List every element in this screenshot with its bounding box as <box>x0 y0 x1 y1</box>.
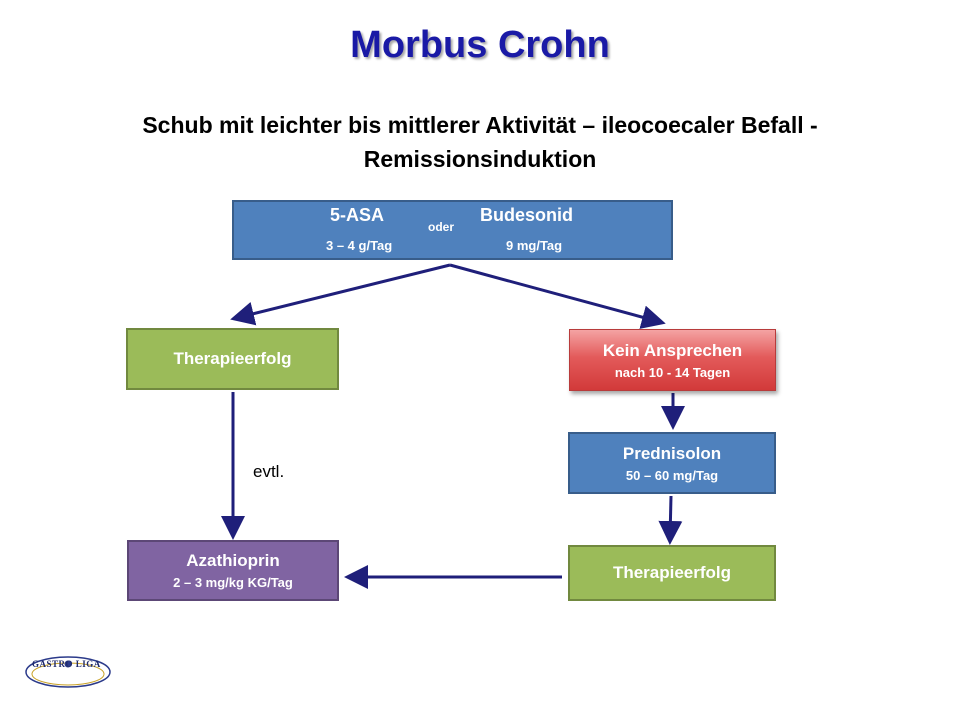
no-response-box: Kein Ansprechen nach 10 - 14 Tagen <box>569 329 776 391</box>
therapy-success-left-label: Therapieerfolg <box>173 349 292 368</box>
prednisolon-dose: 50 – 60 mg/Tag <box>625 467 719 483</box>
therapy-success-right-label: Therapieerfolg <box>612 563 732 582</box>
dose-budesonid: 9 mg/Tag <box>506 238 563 253</box>
dose-5-asa: 3 – 4 g/Tag <box>326 238 393 253</box>
page-title: Morbus Crohn <box>350 24 610 66</box>
gastroliga-logo: GASTRO LIGA <box>24 650 112 690</box>
prednisolon-label: Prednisolon <box>622 443 722 463</box>
drug-budesonid: Budesonid <box>480 205 573 225</box>
no-response-label: Kein Ansprechen <box>602 340 743 360</box>
oder-connector: oder <box>428 220 455 234</box>
logo-swoosh-icon <box>25 656 111 688</box>
arrow-start-to-success <box>230 263 451 326</box>
therapy-success-left: Therapieerfolg <box>126 328 339 390</box>
no-response-detail: nach 10 - 14 Tagen <box>614 364 731 380</box>
azathioprin-dose: 2 – 3 mg/kg KG/Tag <box>173 575 293 590</box>
therapy-success-right: Therapieerfolg <box>568 545 776 601</box>
logo-text: GASTRO LIGA <box>32 659 101 669</box>
arrow-start-to-no-response <box>449 263 666 329</box>
start-therapy-box: 5-ASA 3 – 4 g/Tag oder Budesonid 9 mg/Ta… <box>232 200 673 260</box>
drug-5-asa: 5-ASA <box>330 205 385 225</box>
prednisolon-box: Prednisolon 50 – 60 mg/Tag <box>568 432 776 494</box>
edge-label-evtl: evtl. <box>253 462 285 481</box>
page-subtitle: Schub mit leichter bis mittlerer Aktivit… <box>142 112 818 172</box>
azathioprin-box: Azathioprin 2 – 3 mg/kg KG/Tag <box>127 540 339 601</box>
arrow-prednisolon-to-success <box>658 495 683 545</box>
azathioprin-label: Azathioprin <box>186 551 280 570</box>
